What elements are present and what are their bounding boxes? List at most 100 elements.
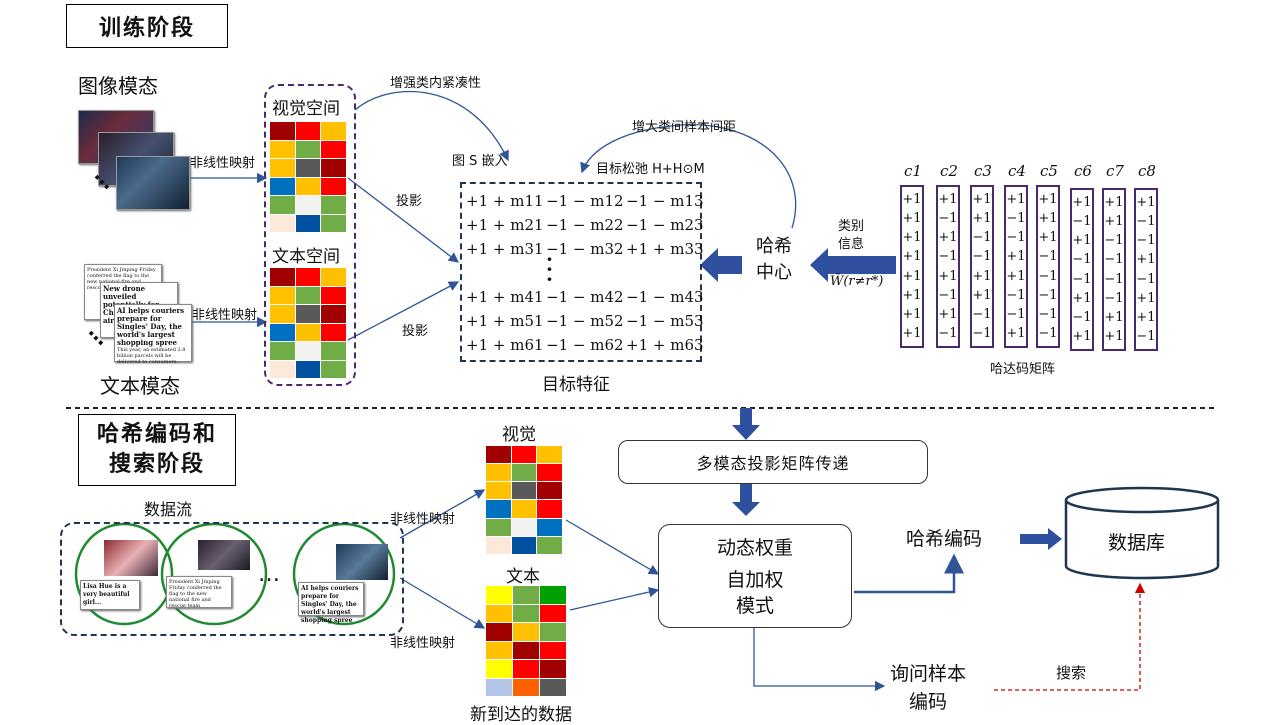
nonlinear-map-label-4: 非线性映射	[390, 636, 456, 651]
grid-cell	[537, 464, 562, 482]
self-weight-text: 自加权 模式	[726, 569, 784, 617]
grid-cell	[270, 342, 295, 360]
hadamard-value: +1	[972, 287, 992, 303]
hadamard-col-label: c7	[1106, 162, 1124, 180]
text-grid-new	[486, 586, 566, 696]
grid-cell	[321, 159, 346, 177]
hadamard-value: +1	[1136, 195, 1156, 211]
text-doc-3-body: This year, an estimated 2.8 billion parc…	[117, 347, 186, 365]
stream-doc-2-text: President Xi Jinping Friday conferred th…	[169, 579, 222, 609]
hadamard-column: +1+1+1+1+1+1+1+1	[900, 185, 924, 348]
grid-cell	[295, 268, 321, 286]
dynamic-weight-box: 动态权重 自加权 模式	[658, 524, 852, 628]
hadamard-value: +1	[902, 211, 922, 227]
grid-cell	[511, 536, 537, 554]
stream-image-2	[198, 540, 250, 570]
visual-grid-new	[486, 446, 562, 554]
grid-cell	[321, 140, 346, 158]
hadamard-col-label: c5	[1040, 162, 1058, 180]
grid-cell	[486, 678, 512, 696]
database-label: 数据库	[1108, 532, 1166, 554]
grid-cell	[540, 678, 566, 696]
grid-cell	[295, 305, 321, 323]
m-cell: −1 − m62	[546, 336, 624, 354]
hadamard-value: −1	[1104, 233, 1124, 249]
hadamard-value: +1	[1006, 325, 1026, 341]
grid-cell	[295, 360, 321, 378]
enhance-compactness-label: 增强类内紧凑性	[390, 76, 482, 91]
new-data-label: 新到达的数据	[470, 705, 572, 725]
grid-cell	[511, 446, 537, 464]
hadamard-value: −1	[938, 211, 958, 227]
grid-cell	[295, 286, 321, 304]
feature-space-container	[264, 84, 356, 386]
grid-cell	[511, 518, 537, 536]
stream-image-3	[336, 544, 388, 580]
hash-code-label: 哈希编码	[906, 528, 983, 550]
grid-cell	[511, 500, 537, 518]
arrow-margin	[580, 124, 797, 229]
text-label: 文本	[506, 567, 540, 587]
hadamard-value: −1	[1038, 287, 1058, 303]
grid-cell	[295, 342, 321, 360]
hadamard-value: +1	[938, 230, 958, 246]
grid-cell	[537, 518, 562, 536]
grid-cell	[295, 140, 321, 158]
stream-ellipse-2	[160, 522, 268, 626]
grid-cell	[537, 446, 562, 464]
hadamard-col-label: c8	[1138, 162, 1156, 180]
hadamard-col-label: c6	[1074, 162, 1092, 180]
training-title: 训练阶段	[66, 4, 228, 48]
image-card-3	[116, 156, 190, 210]
hadamard-value: +1	[1072, 233, 1092, 249]
hadamard-value: +1	[1006, 249, 1026, 265]
grid-cell	[540, 623, 566, 641]
m-cell: −1 − m52	[546, 312, 624, 330]
hadamard-value: −1	[1104, 252, 1124, 268]
hadamard-value: −1	[1136, 233, 1156, 249]
arrow-down-2	[732, 484, 760, 516]
hadamard-value: +1	[1038, 211, 1058, 227]
grid-cell	[540, 660, 566, 678]
hadamard-value: −1	[1038, 306, 1058, 322]
grid-cell	[537, 482, 562, 500]
m-cell: −1 − m22	[546, 216, 624, 234]
m-cell: +1 + m61	[466, 336, 544, 354]
m-cell: +1 + m21	[466, 216, 544, 234]
stream-ellipsis: …	[258, 562, 280, 587]
m-cell: +1 + m33	[626, 240, 704, 258]
hadamard-value: −1	[1136, 328, 1156, 344]
visual-label: 视觉	[502, 425, 536, 445]
grid-cell	[321, 360, 346, 378]
m-cell: −1 − m32	[546, 240, 624, 258]
hadamard-column: +1−1+1−1−1+1−1+1	[1070, 188, 1094, 351]
m-cell: −1 − m43	[626, 288, 704, 306]
grid-cell	[295, 196, 321, 214]
arrow-down-1	[732, 408, 760, 440]
hadamard-col-label: c2	[940, 162, 958, 180]
arrow-weight-query	[753, 626, 886, 692]
image-modality-label: 图像模态	[78, 74, 158, 98]
grid-cell	[511, 482, 537, 500]
hadamard-value: +1	[1072, 195, 1092, 211]
hadamard-value: −1	[1006, 287, 1026, 303]
hadamard-col-label: c4	[1008, 162, 1026, 180]
hadamard-value: −1	[1038, 249, 1058, 265]
grid-cell	[295, 177, 321, 195]
m-cell: −1 − m13	[626, 192, 704, 210]
grid-cell	[486, 623, 512, 641]
grid-cell	[295, 122, 321, 140]
text-doc-3-head: AI helps couriers prepare for Singles' D…	[117, 306, 185, 347]
grid-cell	[513, 641, 539, 659]
graph-embed-label: 图 S 嵌入	[452, 154, 508, 169]
m-cell: +1 + m11	[466, 192, 544, 210]
grid-cell	[486, 536, 511, 554]
grid-cell	[486, 660, 512, 678]
hadamard-value: −1	[972, 306, 992, 322]
hadamard-value: −1	[938, 249, 958, 265]
hadamard-value: −1	[1006, 230, 1026, 246]
hadamard-value: +1	[938, 192, 958, 208]
stream-doc-3-text: AI helps couriers prepare for Singles' D…	[301, 585, 359, 624]
grid-cell	[486, 464, 511, 482]
grid-cell	[321, 214, 346, 232]
